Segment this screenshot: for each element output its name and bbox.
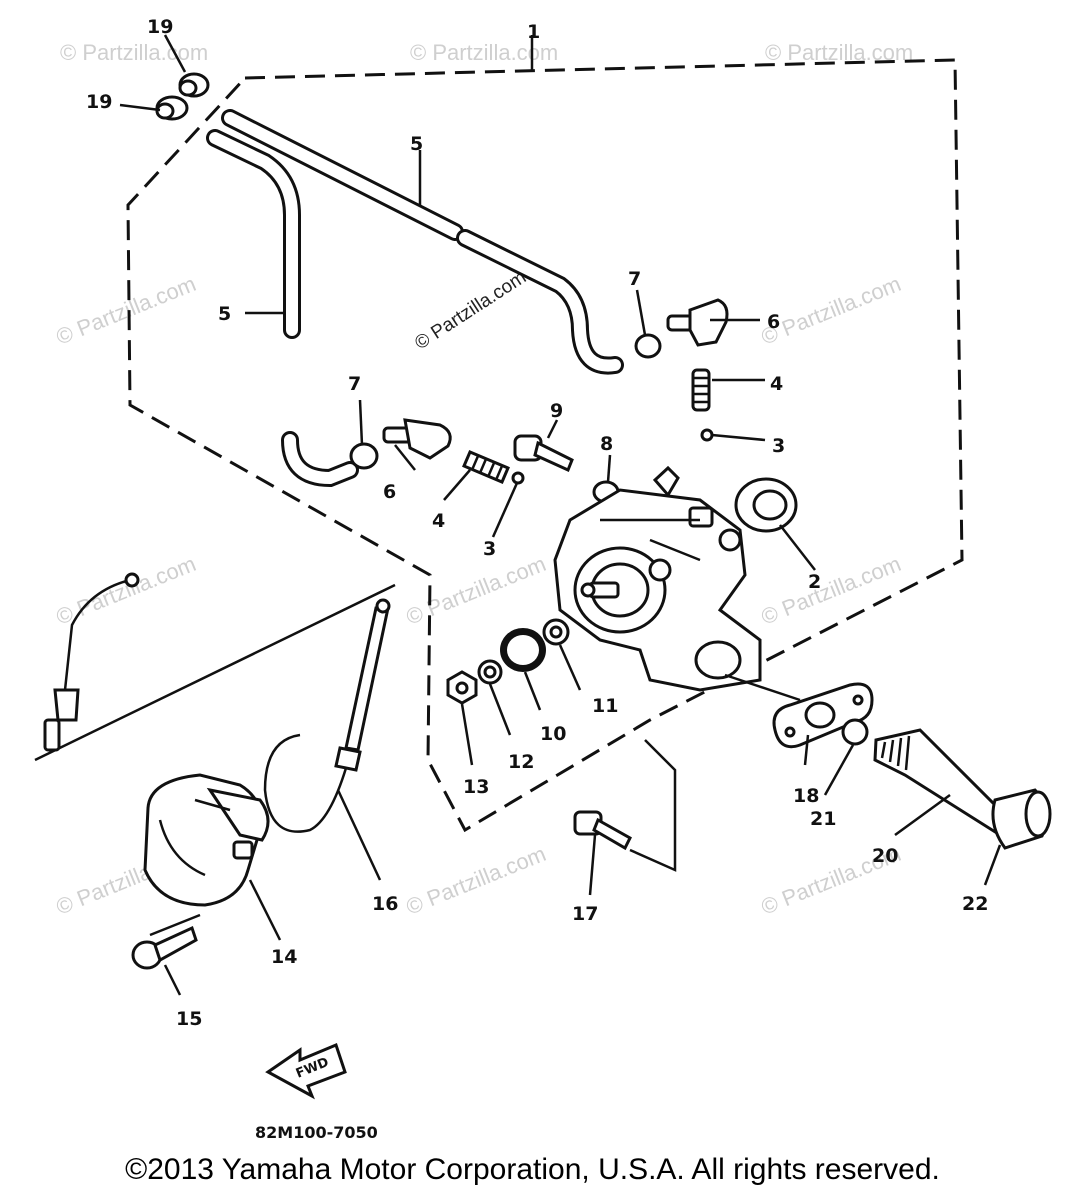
callout-4: 4 [770, 373, 783, 395]
callout-2: 2 [808, 571, 821, 593]
spring-4-upper [691, 368, 711, 412]
copyright-notice: ©2013 Yamaha Motor Corporation, U.S.A. A… [125, 1153, 940, 1186]
callout-5: 5 [218, 303, 231, 325]
callout-7: 7 [628, 268, 641, 290]
diagram-code: 82M100-7050 [255, 1123, 378, 1142]
callout-19: 19 [147, 16, 173, 38]
hose-left-inner [209, 132, 298, 336]
callout-4: 4 [432, 510, 445, 532]
callout-13: 13 [463, 776, 489, 798]
fwd-arrow: FWD [265, 1042, 347, 1100]
bracket-17 [629, 739, 677, 872]
clip-19-b [155, 95, 189, 121]
nut-13-hole [455, 681, 469, 695]
callout-3: 3 [483, 538, 496, 560]
callout-14: 14 [271, 946, 297, 968]
clip-7-upper [634, 333, 662, 359]
watermark: © Partzilla.com [60, 40, 208, 65]
oil-pump-body [553, 465, 762, 692]
watermark: © Partzilla.com [758, 551, 905, 630]
assembly-boundary [126, 58, 964, 833]
elbow-6-lower [382, 418, 452, 460]
callout-12: 12 [508, 751, 534, 773]
ball-3-upper [700, 428, 714, 442]
bolt-17 [573, 810, 632, 851]
oring-21 [841, 718, 869, 746]
callout-17: 17 [572, 903, 598, 925]
callout-11: 11 [592, 695, 618, 717]
assembly-leader [34, 583, 396, 762]
callout-22: 22 [962, 893, 988, 915]
callout-15: 15 [176, 1008, 202, 1030]
washer-11-hole [549, 625, 563, 639]
hose-left-lower-inner [284, 434, 356, 485]
cable-left [43, 572, 140, 752]
callout-21: 21 [810, 808, 836, 830]
cover-14 [143, 773, 270, 907]
clip-7-lower [349, 442, 379, 470]
hose-right-inner [459, 232, 621, 372]
spring-4-lower [462, 450, 510, 484]
watermark: © Partzilla.com [403, 841, 550, 920]
hose-left [206, 129, 301, 339]
washer-12-hole [483, 665, 497, 679]
callout-1: 1 [527, 21, 540, 43]
watermark-dark: © Partzilla.com [411, 267, 530, 354]
callout-labels: 1 2 3 3 4 4 5 5 6 6 7 7 8 9 10 11 12 13 … [86, 16, 988, 1030]
screw-15 [131, 925, 198, 970]
callout-7: 7 [348, 373, 361, 395]
watermark: © Partzilla.com [410, 40, 558, 65]
elbow-6-upper [666, 298, 729, 347]
callout-3: 3 [772, 435, 785, 457]
callout-6: 6 [767, 311, 780, 333]
watermark: © Partzilla.com [53, 271, 200, 350]
callout-5: 5 [410, 133, 423, 155]
callout-6: 6 [383, 481, 396, 503]
shaft-20 [873, 728, 1012, 838]
callout-19: 19 [86, 91, 112, 113]
callout-18: 18 [793, 785, 819, 807]
ball-3-lower [511, 471, 525, 485]
oil-seal-2 [734, 477, 798, 533]
clip-19-a [178, 72, 210, 98]
watermark: © Partzilla.com [403, 551, 550, 630]
callout-9: 9 [550, 400, 563, 422]
cable-16 [263, 598, 391, 833]
cap-22 [991, 788, 1052, 850]
hose-upper-inner [224, 112, 461, 238]
plate-10-inner [507, 635, 539, 665]
watermark: © Partzilla.com [53, 551, 200, 630]
callout-16: 16 [372, 893, 398, 915]
bolt-9 [513, 434, 574, 473]
callout-leaders [119, 34, 1002, 996]
callout-20: 20 [872, 845, 898, 867]
callout-10: 10 [540, 723, 566, 745]
gasket-18 [772, 682, 874, 749]
callout-8: 8 [600, 433, 613, 455]
